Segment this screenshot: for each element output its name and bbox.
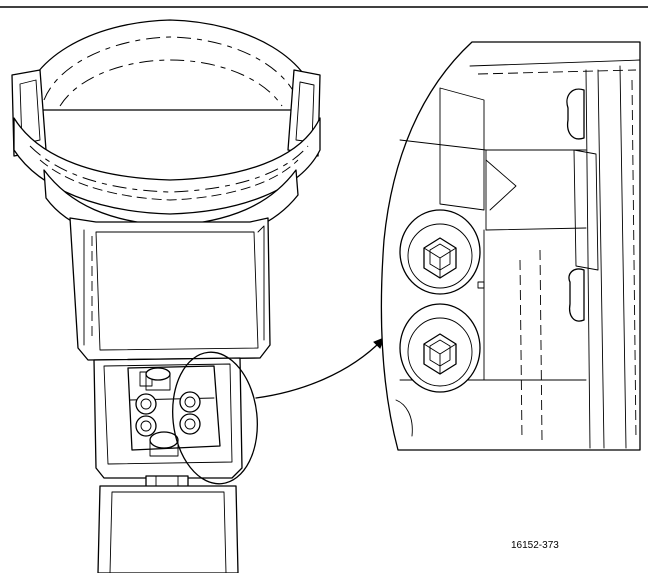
figure-number: 16152-373 [511,540,559,551]
detail-enlargement [380,41,641,451]
plate-clip-top [566,88,585,140]
connector-bolt-top-left [135,393,157,415]
diaphragm-dome [21,19,319,111]
actuator-assembly [11,19,321,573]
stem-coupling [149,431,179,449]
callout-arrow [255,337,385,399]
detail-bolt-upper [399,209,481,295]
valve-bonnet [97,485,239,573]
casing-flange [13,117,321,215]
connector-bolt-bottom-left [135,415,157,437]
detail-callout-circle [172,351,258,485]
connector-bolt-top-right [179,391,201,413]
detail-bolt-lower [399,303,481,393]
plate-clip-bottom [568,268,585,322]
stem-nut [145,367,171,381]
yoke-housing [69,217,271,361]
connector-bolt-bottom-right [179,413,201,435]
